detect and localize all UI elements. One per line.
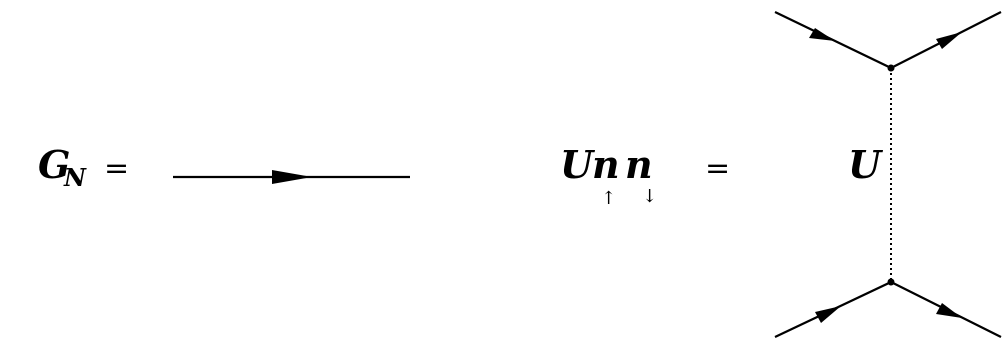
propagator-symbol: G bbox=[38, 142, 70, 187]
propagator-subscript: N bbox=[63, 163, 87, 192]
bottom-incoming-arrow-icon bbox=[815, 306, 841, 323]
interaction-coefficient: U bbox=[560, 142, 596, 187]
propagator-arrow-icon bbox=[272, 170, 312, 184]
spin-down-arrow-icon: ↓ bbox=[642, 186, 657, 207]
interaction-line-label: U bbox=[848, 142, 884, 187]
interaction-equation: U n ↑ n ↓ = bbox=[560, 142, 730, 209]
density-operator-up: n bbox=[592, 142, 620, 187]
spin-up-arrow-icon: ↑ bbox=[601, 188, 616, 209]
top-incoming-arrow-icon bbox=[809, 28, 835, 41]
propagator-equals-sign: = bbox=[104, 151, 129, 186]
bottom-outgoing-arrow-icon bbox=[936, 303, 962, 318]
interaction-vertex-diagram: U bbox=[774, 11, 1002, 338]
propagator-equation: G N = bbox=[38, 142, 410, 192]
density-operator-down: n bbox=[625, 142, 653, 187]
interaction-equals-sign: = bbox=[705, 151, 730, 186]
bottom-vertex-dot bbox=[887, 278, 895, 286]
top-vertex-dot bbox=[887, 64, 895, 72]
top-outgoing-arrow-icon bbox=[936, 32, 962, 49]
